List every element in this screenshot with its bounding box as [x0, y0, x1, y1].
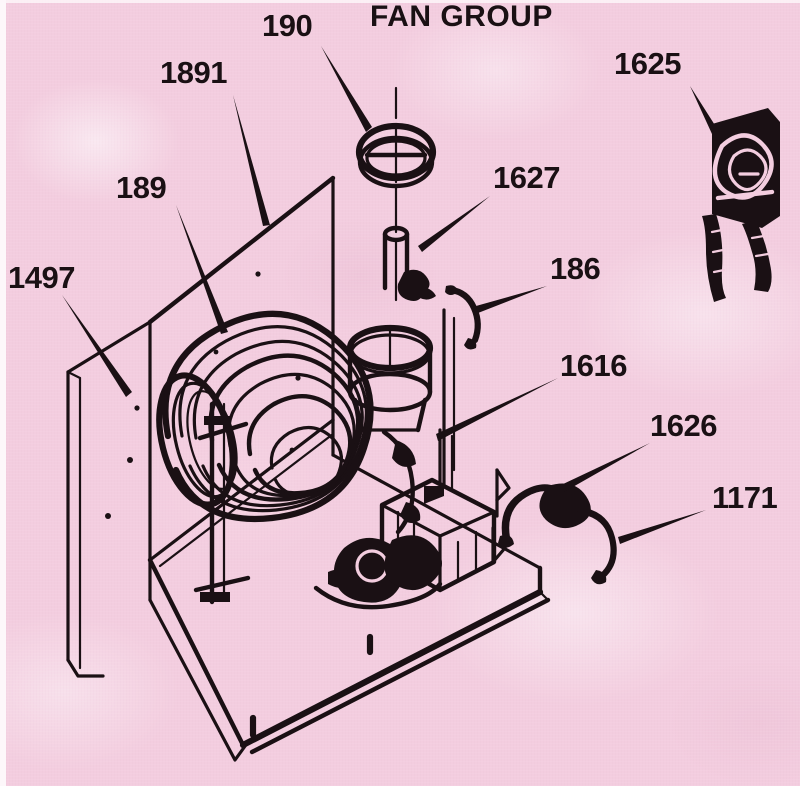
enclosure-base-rear-fold2 [158, 432, 335, 568]
relay-base-line [715, 189, 775, 201]
page-edge-left [0, 0, 6, 786]
hose-clip-end-top [445, 285, 458, 295]
motor-base-clip [328, 569, 356, 588]
rivet-dot [255, 271, 261, 277]
rivet-dot [289, 447, 295, 453]
hose-clip-end-bottom [464, 338, 477, 350]
part-189-blower-scroll [156, 310, 374, 605]
leader-1626 [561, 443, 650, 492]
enclosure-base-front-edge [239, 588, 544, 749]
scroll-bracket-bottom [200, 592, 230, 602]
enclosure-base-lip-front [249, 597, 551, 755]
leader-1625 [690, 86, 718, 134]
hose-clip-highlight [449, 288, 480, 342]
callout-label-1891[interactable]: 1891 [160, 55, 227, 90]
rivet-dot [105, 513, 111, 519]
vent-tube-top-rim [382, 225, 410, 243]
callout-label-1171[interactable]: 1171 [712, 480, 778, 515]
part-1626-1171-hose-assembly [491, 468, 617, 585]
enclosure-box [66, 175, 551, 762]
motor-terminal-block [424, 486, 444, 504]
leader-189 [176, 205, 228, 334]
callout-label-186[interactable]: 186 [550, 251, 601, 286]
enclosure-base-left-edge [147, 557, 246, 748]
callout-label-1627[interactable]: 1627 [493, 160, 560, 195]
relay-lead-band-5 [754, 252, 770, 258]
part-1616-fan-motor [313, 428, 497, 610]
leader-1171 [618, 510, 706, 544]
scroll-inlet-ring-2 [171, 381, 237, 499]
rivet-dot [295, 375, 301, 381]
enclosure-left-bottom-foot [66, 658, 105, 678]
hose-1171-curve [576, 506, 617, 580]
relay-coil-inner [727, 148, 768, 192]
scroll-outer-wall [162, 310, 374, 522]
scroll-wall-6 [246, 394, 353, 496]
motor-mount-lug [392, 440, 416, 467]
scroll-wall-3 [192, 339, 364, 508]
vent-tube-fitting-tail [420, 286, 436, 300]
page-edge-top [0, 0, 800, 3]
rivet-dot [127, 457, 133, 463]
duct-side-conduit [442, 308, 456, 488]
motor-mount-lug2 [400, 502, 421, 524]
callout-label-190[interactable]: 190 [262, 8, 313, 43]
callout-label-189[interactable]: 189 [116, 170, 167, 205]
leader-1891 [233, 95, 270, 226]
callout-label-1625[interactable]: 1625 [614, 46, 681, 81]
relay-lead-left [702, 214, 726, 302]
enclosure-left-top-edge [66, 320, 152, 374]
relay-lead-band-2 [711, 248, 725, 254]
scroll-wall-2 [178, 325, 368, 513]
callout-label-1616[interactable]: 1616 [560, 348, 627, 383]
relay-lead-band-4 [750, 234, 766, 240]
part-1625-relay-bracket [702, 108, 780, 302]
scroll-wall-5 [227, 372, 356, 498]
enclosure-base-lip-left [148, 598, 250, 762]
scroll-inlet-ring-1 [156, 372, 236, 508]
hose-1171-end [591, 570, 607, 585]
scroll-strap-lower [193, 575, 251, 593]
scroll-inlet-cone [269, 425, 343, 497]
duct-taper-right [415, 397, 428, 433]
relay-lead-band-3 [712, 268, 726, 274]
part-190-inlet-ring [355, 86, 437, 189]
leader-186 [476, 286, 547, 313]
leader-190 [321, 46, 372, 132]
diagram-title: FAN GROUP [370, 0, 553, 33]
hose-1171-highlight [580, 511, 614, 576]
hose-1626-end [498, 535, 514, 548]
rivet-dot [213, 349, 219, 355]
part-186-curved-hose-clip [445, 285, 481, 350]
rivet-dot [134, 405, 140, 411]
leader-1497 [62, 295, 132, 397]
enclosure-base-lip-corner [538, 590, 550, 602]
enclosure-top-rear-edge [147, 175, 336, 325]
hose-bracket-upper [495, 468, 511, 502]
leader-1616 [436, 378, 558, 441]
callout-label-1497[interactable]: 1497 [8, 260, 75, 295]
leader-1627 [418, 196, 490, 252]
part-1627-vent-tube [382, 184, 436, 302]
motor-base-strap [313, 581, 443, 610]
relay-coil-outline [712, 133, 774, 200]
scroll-bracket-top [204, 416, 230, 425]
enclosure-left-lip-top [66, 370, 82, 380]
callout-label-1626[interactable]: 1626 [650, 408, 717, 443]
scroll-strap-upper [197, 421, 249, 441]
scroll-wall-4 [208, 353, 361, 502]
leader-lines [62, 46, 718, 544]
hose-coupling [539, 483, 591, 529]
relay-lead-band-1 [710, 228, 724, 234]
motor-drive-boss [384, 535, 442, 591]
hose-bracket-lower [491, 526, 507, 564]
